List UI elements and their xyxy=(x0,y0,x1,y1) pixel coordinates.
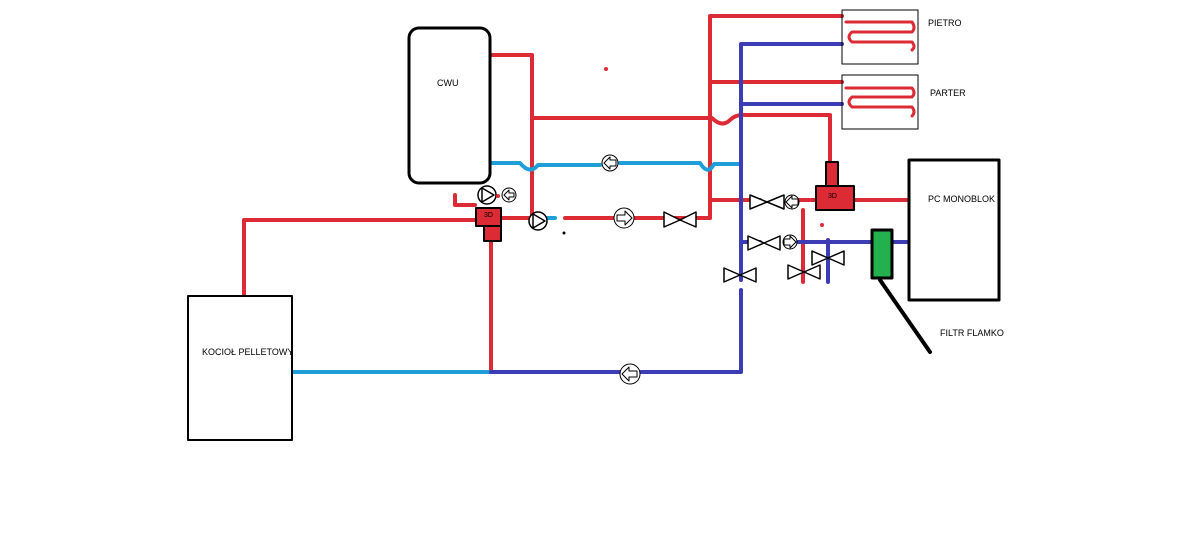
ball-valve-icon xyxy=(747,235,781,251)
valve-3d-right-label: 3D xyxy=(828,193,837,200)
filter-icon xyxy=(870,228,932,354)
check-valve-icon xyxy=(619,363,641,385)
hot-pipes xyxy=(242,14,910,374)
pietro-label: PIETRO xyxy=(928,18,962,28)
stray-dots xyxy=(496,67,824,235)
boiler-box xyxy=(187,295,293,441)
check-valve-icon xyxy=(782,234,798,250)
filtr-label: FILTR FLAMKO xyxy=(940,328,1004,338)
check-valve-icon xyxy=(784,194,800,210)
boiler-label: KOCIOŁ PELLETOWY xyxy=(202,347,294,357)
pietro-box xyxy=(841,9,919,65)
ball-valve-icon xyxy=(663,211,697,228)
pump-icon xyxy=(528,211,548,231)
parter-box xyxy=(841,74,919,130)
pump-icon xyxy=(477,185,497,205)
heat-pump-box xyxy=(907,158,1001,302)
ball-valve-icon xyxy=(723,267,757,283)
three-way-valve-icon xyxy=(815,161,855,211)
ball-valve-icon xyxy=(787,264,821,280)
pc-monoblok-label: PC MONOBLOK xyxy=(928,194,996,204)
cold-pipes-dark xyxy=(489,42,910,374)
check-valve-icon xyxy=(613,207,635,229)
floor-heating-coil-icon xyxy=(844,20,916,118)
three-way-valve-icon xyxy=(475,207,502,242)
cwu-label: CWU xyxy=(437,78,459,88)
ball-valve-icon xyxy=(749,194,785,210)
cwu-tank xyxy=(407,26,492,185)
check-valve-icon xyxy=(601,154,619,172)
parter-label: PARTER xyxy=(930,88,966,98)
ball-valve-icon xyxy=(811,250,845,266)
check-valve-icon xyxy=(501,187,517,203)
valve-3d-left-label: 3D xyxy=(484,212,493,219)
